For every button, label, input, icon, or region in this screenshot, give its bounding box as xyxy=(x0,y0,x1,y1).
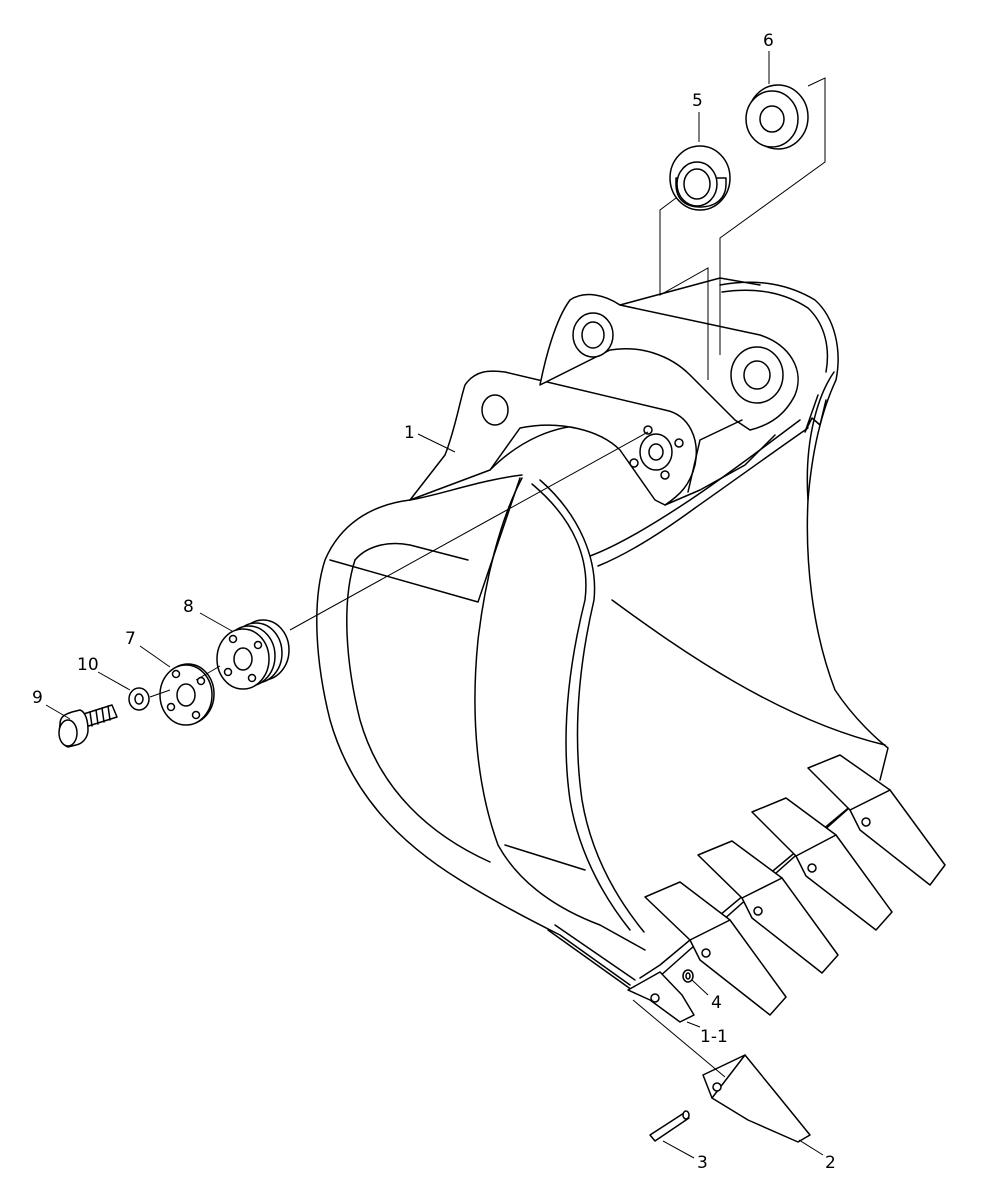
tooth-3 xyxy=(697,840,839,974)
tooth-2 xyxy=(751,797,893,931)
bushing-6 xyxy=(745,84,809,150)
tooth-point-2 xyxy=(702,1054,811,1143)
callout-9: 9 xyxy=(32,688,43,708)
bolt-9 xyxy=(58,704,118,748)
washer-10 xyxy=(128,687,150,711)
callout-3: 3 xyxy=(697,1153,708,1173)
assembly-line-bushing-5 xyxy=(659,197,709,380)
callout-4: 4 xyxy=(711,993,722,1013)
bucket-teeth xyxy=(627,754,946,1023)
callout-10: 10 xyxy=(77,655,99,675)
assembly-line-side-hardware xyxy=(149,431,649,698)
callout-leaders xyxy=(45,51,824,1159)
bucket-mounting-brackets xyxy=(409,277,799,506)
callout-1-1: 1-1 xyxy=(700,1027,728,1047)
plate-7 xyxy=(159,663,215,726)
tooth-4 xyxy=(644,881,787,1016)
assembly-line-tooth xyxy=(632,999,726,1078)
callout-6: 6 xyxy=(763,31,774,51)
lock-washer-4 xyxy=(682,969,694,983)
pin-3 xyxy=(649,1110,690,1142)
callout-2: 2 xyxy=(825,1153,836,1173)
callout-1: 1 xyxy=(404,423,415,443)
callout-labels: 1 1-1 2 3 4 5 6 7 8 9 10 xyxy=(32,31,836,1173)
shim-8 xyxy=(216,619,290,690)
tooth-adapter-1-1 xyxy=(627,971,695,1023)
bucket-right-side-plate xyxy=(719,281,889,781)
callout-7: 7 xyxy=(125,629,136,649)
tooth-1 xyxy=(807,754,946,886)
bucket-left-side-plate xyxy=(316,499,631,986)
callout-8: 8 xyxy=(183,597,194,617)
assembly-line-bushing-6 xyxy=(719,77,826,355)
bucket-body xyxy=(316,281,889,991)
callout-5: 5 xyxy=(692,91,703,111)
bushing-5 xyxy=(669,145,731,211)
